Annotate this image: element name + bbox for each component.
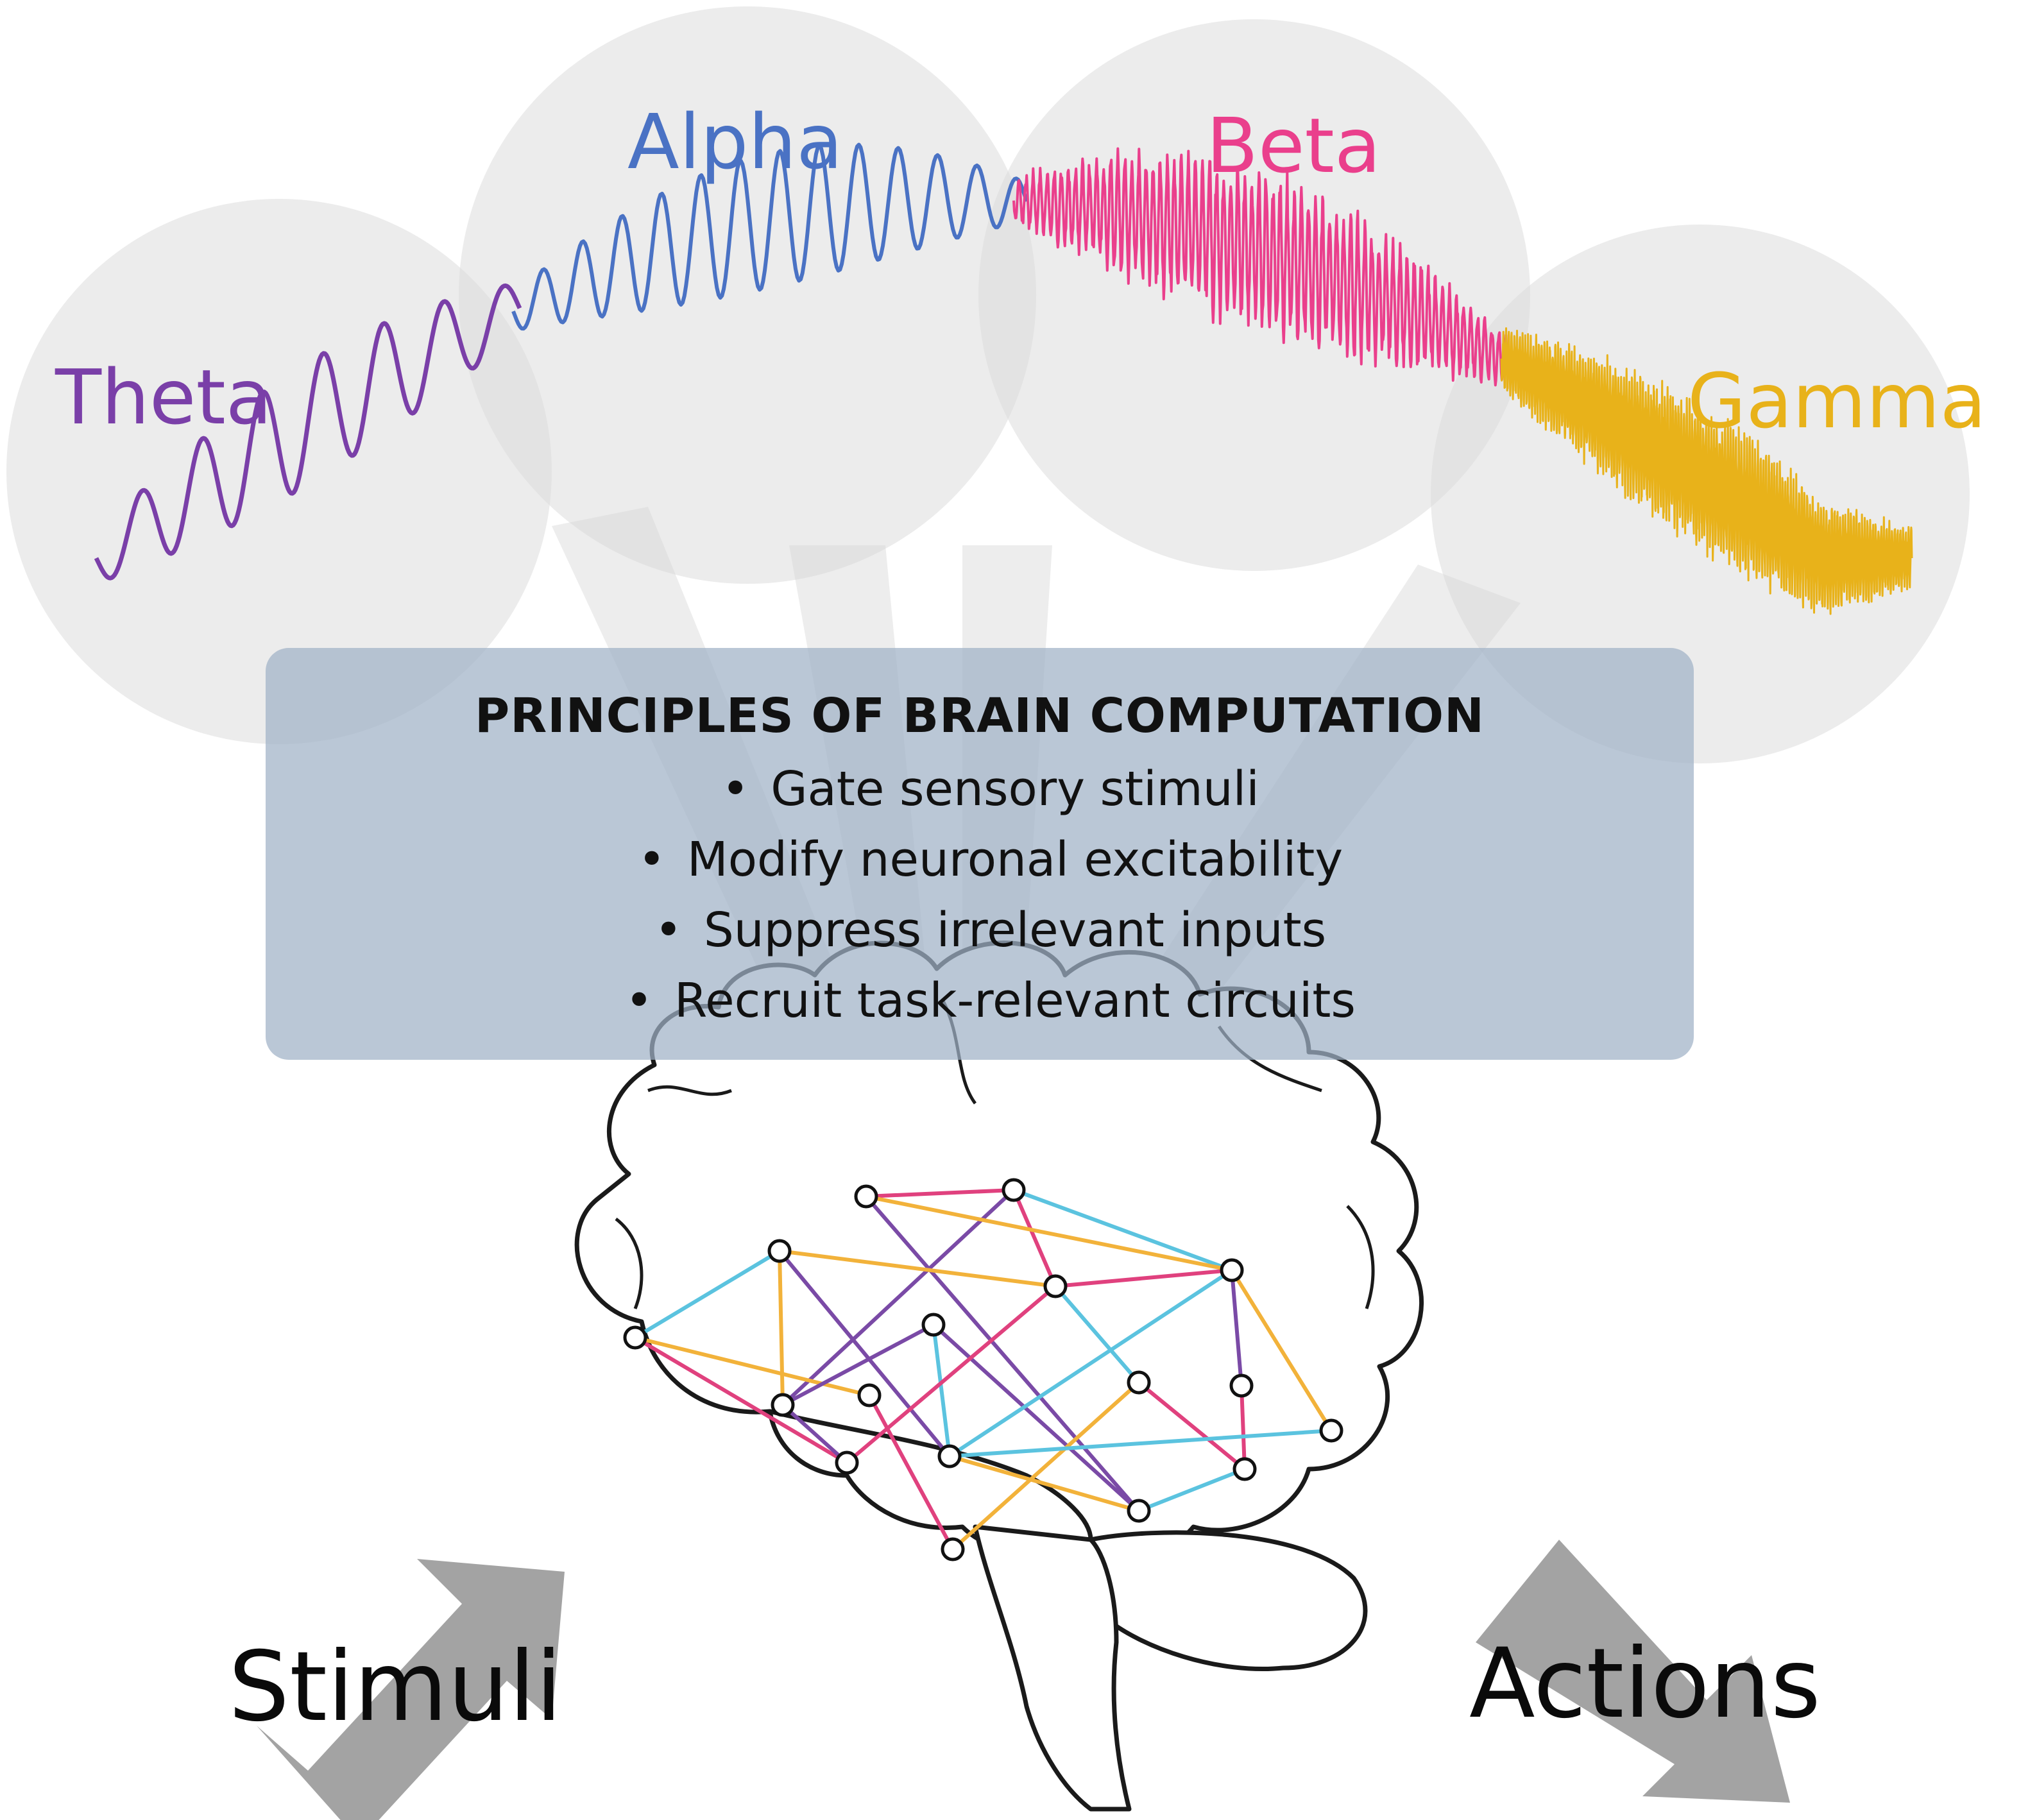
network-edge [866,1195,1232,1272]
band-label-alpha: Alpha [627,98,843,186]
bullet-icon: • [654,902,683,958]
network-edge [1053,1285,1141,1384]
network-edge [949,1454,1139,1513]
network-edge [951,1381,1141,1551]
network-edge [1138,1381,1246,1471]
network-node [771,1393,795,1417]
network-node [1002,1178,1026,1202]
network-edge [635,1336,870,1397]
principle-text: Modify neuronal excitability [686,831,1343,887]
oscillation-waves [94,142,1913,615]
band-label-theta: Theta [55,353,273,441]
cerebellum-outline [1080,1530,1368,1672]
principles-list: •Gate sensory stimuli •Modify neuronal e… [266,754,1694,1036]
network-node [767,1239,792,1263]
neural-network [623,1178,1343,1561]
theta-wave [94,283,522,581]
principle-item: • Modify neuronal excitability [266,824,1694,895]
network-node [1319,1418,1343,1443]
flow-arrows [257,1540,1790,1820]
network-edge [1055,1268,1232,1288]
network-edge [846,1284,1057,1465]
network-edge [781,1323,935,1407]
band-label-gamma: Gamma [1687,357,1986,445]
network-edge [1012,1189,1057,1288]
network-node [1220,1258,1244,1282]
network-edge [948,1268,1233,1458]
bullet-icon: • [638,831,666,887]
network-edge [1138,1467,1246,1513]
network-edge [779,1249,1056,1288]
network-node [835,1450,859,1475]
actions-label: Actions [1469,1628,1821,1740]
principle-item: • Suppress irrelevant inputs [266,895,1694,965]
network-node [921,1313,946,1337]
principle-item: • Recruit task-relevant circuits [266,965,1694,1036]
network-node [1127,1499,1151,1523]
network-node [1127,1370,1151,1395]
network-edge [1012,1188,1233,1272]
stimuli-label: Stimuli [228,1631,563,1743]
network-edge [867,1394,955,1551]
principles-panel: PRINCIPLES OF BRAIN COMPUTATION • Gate se… [266,648,1694,1060]
network-node [1043,1274,1068,1298]
principle-item: • Gate sensory stimuli [266,754,1694,824]
network-edge [932,1323,1141,1513]
band-label-beta: Beta [1206,101,1381,190]
network-node [1229,1374,1254,1398]
alpha-circle [459,6,1036,584]
gamma-wave [1500,327,1913,615]
network-node [941,1537,965,1561]
network-edge [1240,1385,1247,1470]
network-edge [932,1324,951,1457]
gyrus-line-5 [615,1218,644,1309]
network-edge [778,1250,785,1406]
actions-arrow [1476,1540,1790,1803]
network-edge [1230,1269,1333,1432]
network-edge [778,1250,951,1458]
network-edge [866,1188,1014,1198]
network-node [854,1184,878,1209]
theta-circle [6,199,552,744]
network-node [1232,1457,1257,1481]
network-node [937,1444,962,1468]
network-edge [864,1195,1141,1512]
gyrus-line-4 [1346,1205,1375,1309]
beta-wave [1012,147,1509,387]
principle-text: Gate sensory stimuli [771,761,1259,817]
network-edge [634,1249,781,1339]
principle-text: Suppress irrelevant inputs [703,902,1327,958]
network-edge [634,1336,848,1465]
temporal-lobe-line [769,1409,1093,1540]
network-edge [1230,1270,1243,1386]
network-node [857,1383,882,1408]
network-edge [781,1188,1016,1407]
gyrus-line-1 [647,1085,732,1096]
network-edge [781,1403,849,1465]
network-edge [949,1429,1332,1458]
principle-text: Recruit task-relevant circuits [674,973,1356,1028]
alpha-wave [511,142,1028,331]
stimuli-arrow [257,1559,565,1820]
brainstem-outline [973,1524,1132,1812]
bullet-icon: • [721,761,750,817]
panel-title: PRINCIPLES OF BRAIN COMPUTATION [475,688,1485,744]
bullet-icon: • [625,973,653,1028]
network-node [623,1325,647,1350]
